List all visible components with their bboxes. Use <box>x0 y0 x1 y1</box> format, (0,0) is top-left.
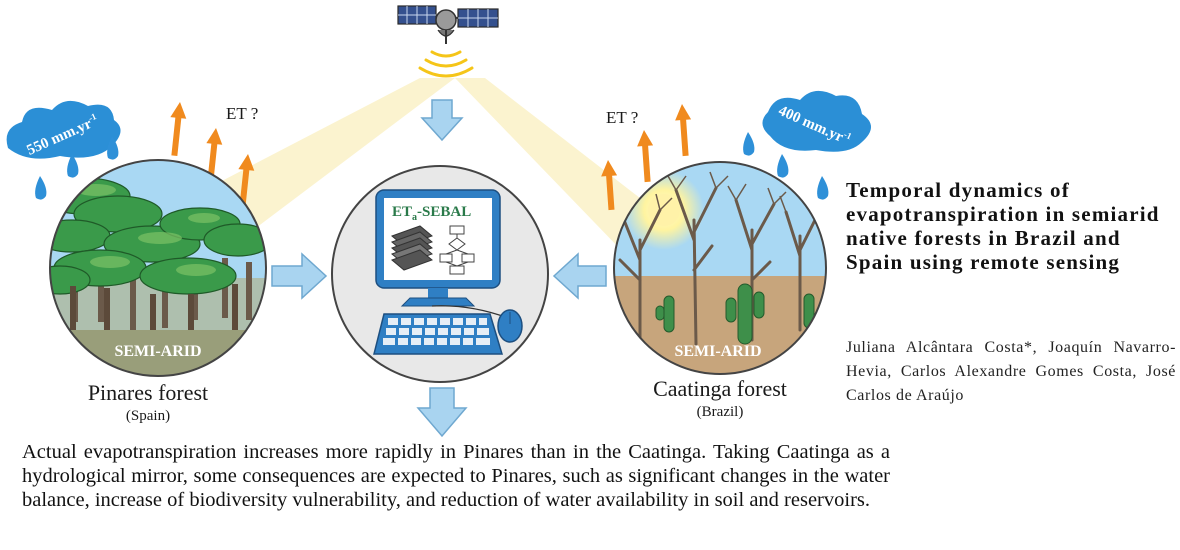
raindrop-icon <box>743 132 755 156</box>
mouse-icon <box>431 305 523 343</box>
right-forest-country: (Brazil) <box>696 404 744 420</box>
right-semiarid-badge: SEMI-ARID <box>674 343 761 360</box>
arrow-down-satellite <box>420 99 464 142</box>
et-arrow-left-3-icon <box>238 154 255 207</box>
rain-cloud-left-icon <box>6 100 121 159</box>
paper-title: Temporal dynamics of evapotranspiration … <box>846 178 1160 274</box>
keyboard-icon <box>373 313 504 355</box>
et-arrow-left-1-icon <box>170 102 187 157</box>
left-forest-name: Pinares forest <box>87 380 209 405</box>
pinares-forest-illustration <box>49 159 267 377</box>
software-label: ETa-SEBAL <box>392 204 471 223</box>
caatinga-forest-illustration <box>613 161 827 375</box>
et-arrow-left-2-icon <box>206 128 223 183</box>
paper-authors: Juliana Alcântara Costa*, Joaquín Navarr… <box>846 339 1176 404</box>
image-stack-icon <box>391 225 433 271</box>
flowchart-icon <box>439 225 475 275</box>
et-arrow-right-1-icon <box>675 104 692 157</box>
et-question-left: ET ? <box>226 104 259 123</box>
raindrop-icon <box>67 154 79 178</box>
summary-text: Actual evapotranspiration increases more… <box>22 441 890 511</box>
satellite-icon <box>397 5 499 44</box>
et-arrow-right-3-icon <box>601 160 618 211</box>
signal-waves-icon <box>418 50 474 78</box>
raindrop-icon <box>35 176 47 200</box>
raindrop-icon <box>817 176 829 200</box>
et-arrow-right-2-icon <box>637 130 654 183</box>
arrow-right-from-pinares <box>271 252 328 300</box>
raindrop-icon <box>777 154 789 178</box>
rain-cloud-right-icon <box>762 90 871 152</box>
right-forest-name: Caatinga forest <box>653 376 787 401</box>
raindrop-icon <box>107 136 119 160</box>
left-semiarid-badge: SEMI-ARID <box>114 343 201 360</box>
left-forest-country: (Spain) <box>125 408 171 424</box>
arrow-down-result <box>416 387 468 438</box>
arrow-left-from-caatinga <box>552 252 607 300</box>
et-question-right: ET ? <box>606 108 639 127</box>
